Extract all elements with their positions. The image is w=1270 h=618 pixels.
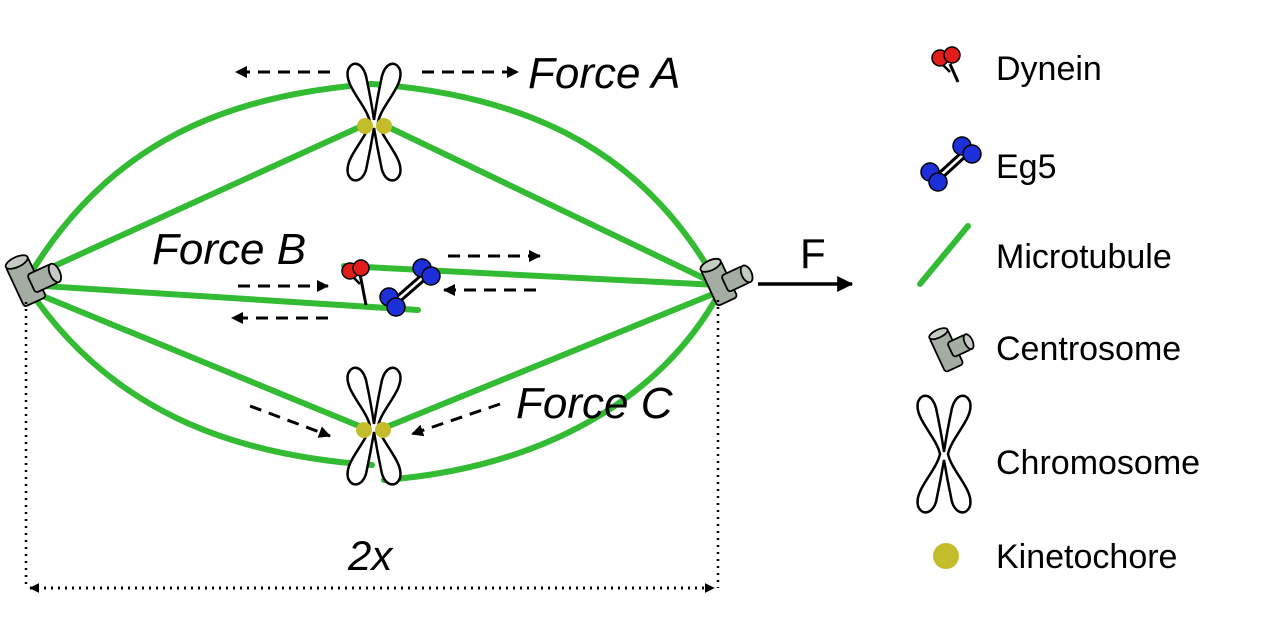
microtubule-overlap-from-left (25, 282, 421, 313)
centrosome-left (4, 254, 62, 307)
dynein-motor (341, 259, 370, 306)
microtubule-outer-top (25, 81, 375, 281)
kinetochore-icon (933, 543, 959, 569)
kinetochore-bottom-right (375, 422, 391, 438)
legend-label-kinetochore: Kinetochore (996, 538, 1177, 576)
chromosome-icon (916, 394, 972, 514)
legend-label-microtubule: Microtubule (996, 238, 1172, 276)
pulling-force-label: F (800, 230, 826, 277)
centrosome-icon (928, 327, 975, 373)
legend-label-eg5: Eg5 (996, 148, 1057, 186)
microtubule-outer-top-right (369, 81, 721, 288)
force-b-arrows (231, 250, 541, 324)
microtubules (25, 81, 721, 483)
force-a-label: Force A (528, 49, 680, 98)
spindle-length-label: 2x (347, 532, 394, 579)
microtubule-outer-bottom (25, 285, 375, 468)
legend: Dynein Eg5 Microtubule Centrosome Chromo… (916, 46, 1200, 576)
kinetochore-top-right (376, 118, 392, 134)
centrosome-right (699, 257, 754, 307)
microtubule-inner-top-left (25, 122, 367, 281)
force-c-label: Force C (516, 379, 674, 428)
force-b-label: Force B (152, 225, 306, 274)
kinetochore-bottom-left (356, 422, 372, 438)
legend-label-centrosome: Centrosome (996, 330, 1181, 368)
microtubule-inner-bottom-left (25, 287, 367, 431)
microtubule-outer-bottom-right (381, 292, 721, 483)
eg5-motor (379, 258, 441, 317)
spindle-length-dimension (24, 300, 720, 593)
legend-label-chromosome: Chromosome (996, 444, 1200, 482)
force-c-arrows (249, 402, 501, 438)
kinetochore-top-left (357, 118, 373, 134)
microtubule-overlap-from-right (341, 263, 721, 288)
microtubule-inner-top-right (381, 122, 721, 288)
microtubule-inner-bottom-right (381, 289, 721, 431)
eg5-icon (920, 136, 982, 192)
microtubule-icon (917, 223, 971, 287)
legend-label-dynein: Dynein (996, 50, 1102, 88)
dynein-icon (931, 46, 961, 83)
